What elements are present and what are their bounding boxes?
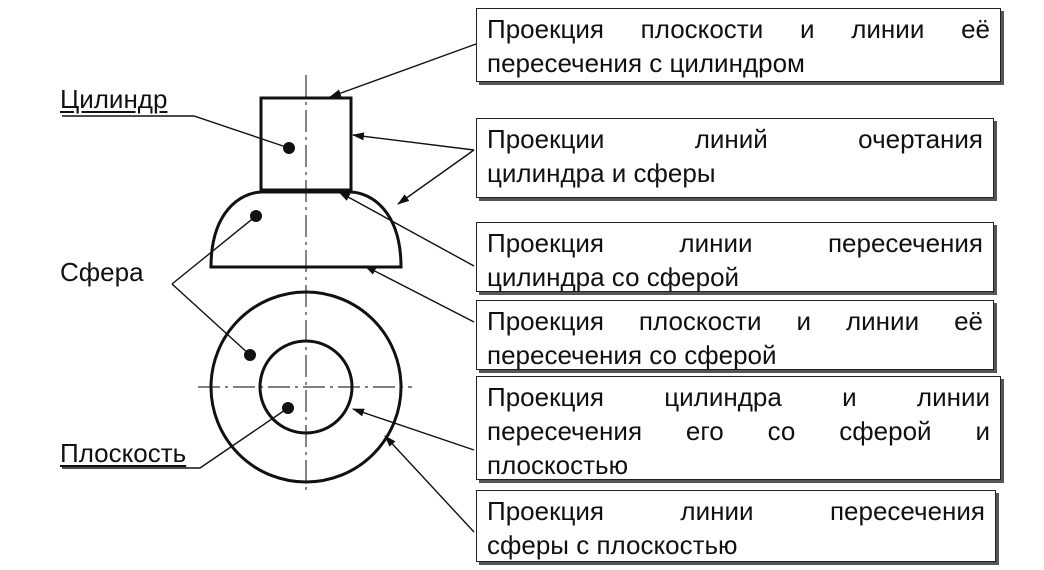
arrow-box6 xyxy=(384,435,475,533)
sphere-top-view xyxy=(209,290,403,484)
callout-plane-cylinder: Проекция плоскости и линии её пересечени… xyxy=(476,8,1001,82)
callout-sphere-plane-intersection: Проекция линии пересечения сферы с плоск… xyxy=(476,490,996,562)
callout-plane-sphere: Проекция плоскости и линии её пересечени… xyxy=(476,300,994,370)
cylinder-leader xyxy=(62,115,290,149)
sphere-leader-front xyxy=(171,215,257,285)
callout-cylinder-sphere-intersection: Проекция линии пересечения цилиндра со с… xyxy=(476,222,994,292)
plane-leader xyxy=(62,407,289,469)
arrow-box2-cylinder xyxy=(352,132,475,151)
arrow-box4 xyxy=(364,265,475,323)
callout-outline-lines: Проекции линий очертания цилиндра и сфер… xyxy=(476,118,994,198)
plane-label: Плоскость xyxy=(60,438,187,468)
arrow-box3 xyxy=(338,191,475,267)
arrow-box5 xyxy=(352,408,475,451)
cylinder-top-view xyxy=(258,339,354,435)
cylinder-front-view xyxy=(259,96,353,192)
arrow-box2-sphere xyxy=(397,149,475,205)
arrow-box1 xyxy=(329,43,477,98)
sphere-front-view xyxy=(209,190,403,269)
sphere-leader-top xyxy=(171,283,251,356)
sphere-label: Сфера xyxy=(60,257,144,287)
callout-cylinder-projection: Проекция цилиндра и линии пересечения ег… xyxy=(476,376,1001,480)
cylinder-label: Цилиндр xyxy=(60,84,168,114)
